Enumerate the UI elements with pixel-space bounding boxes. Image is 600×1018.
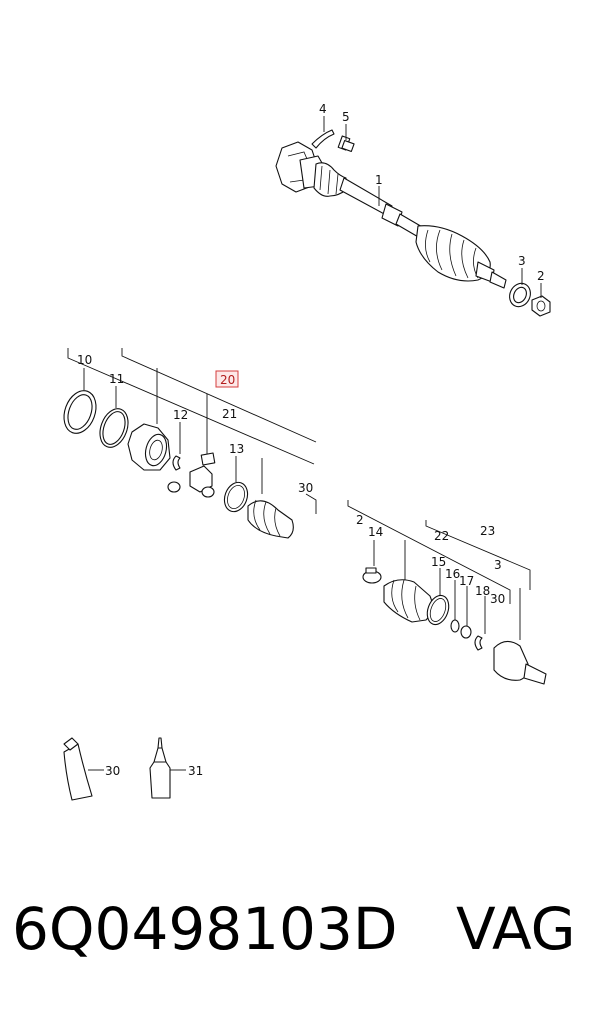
- callout-20: 20: [220, 373, 235, 387]
- joint-housing-20[interactable]: [127, 423, 171, 471]
- callout-2-top: 2: [537, 269, 545, 283]
- brand-name: VAG: [456, 895, 576, 963]
- gasket-10[interactable]: [58, 386, 101, 438]
- grease-tube-30[interactable]: [63, 737, 93, 801]
- seal-ring-3-top[interactable]: [506, 280, 534, 310]
- nut-2-top[interactable]: [531, 295, 551, 317]
- callout-18: 18: [475, 584, 490, 598]
- seal-ring-11[interactable]: [95, 405, 133, 451]
- callout-5: 5: [342, 110, 350, 124]
- drive-shaft-assembly[interactable]: [275, 141, 507, 289]
- exploded-parts-diagram: 4 5 1 3 2 10 11 20 12 21 13 30 2 14 22 2…: [58, 102, 551, 801]
- callout-13: 13: [229, 442, 244, 456]
- boot-outer[interactable]: [383, 579, 433, 623]
- callout-11: 11: [109, 372, 124, 386]
- clamp-14[interactable]: [362, 567, 382, 584]
- thrust-ring-17[interactable]: [460, 625, 472, 639]
- callout-4: 4: [319, 102, 327, 116]
- callout-30-bottom: 30: [105, 764, 120, 778]
- callout-10: 10: [77, 353, 92, 367]
- callout-1: 1: [375, 173, 383, 187]
- clamp-15[interactable]: [423, 592, 452, 627]
- clamp-13[interactable]: [221, 479, 252, 515]
- callout-31: 31: [188, 764, 203, 778]
- callout-22: 22: [434, 529, 449, 543]
- callout-3-top: 3: [518, 254, 526, 268]
- callout-labels: 4 5 1 3 2 10 11 20 12 21 13 30 2 14 22 2…: [77, 102, 545, 778]
- tripod-21[interactable]: [189, 452, 216, 498]
- callout-16: 16: [445, 567, 460, 581]
- part-number: 6Q0498103D: [12, 895, 398, 963]
- callout-30-mid: 30: [298, 481, 313, 495]
- grease-bottle-31[interactable]: [149, 737, 171, 799]
- callout-3-right: 3: [494, 558, 502, 572]
- callout-21: 21: [222, 407, 237, 421]
- callout-12: 12: [173, 408, 188, 422]
- callout-23: 23: [480, 524, 495, 538]
- boot-inner[interactable]: [247, 499, 294, 539]
- leader-lines: [67, 116, 542, 771]
- footer: 6Q0498103D VAG: [0, 895, 600, 985]
- circlip-18[interactable]: [474, 635, 483, 651]
- outer-joint-23[interactable]: [493, 640, 547, 685]
- callout-17: 17: [459, 574, 474, 588]
- callout-2-mid: 2: [356, 513, 364, 527]
- callout-14: 14: [368, 525, 383, 539]
- bolt-5[interactable]: [337, 135, 355, 153]
- dish-spring-16[interactable]: [450, 619, 460, 633]
- highlight-box-20: [215, 370, 239, 388]
- circlip-12[interactable]: [167, 455, 181, 493]
- callout-15: 15: [431, 555, 446, 569]
- callout-30-right: 30: [490, 592, 505, 606]
- circlip-4[interactable]: [311, 129, 335, 149]
